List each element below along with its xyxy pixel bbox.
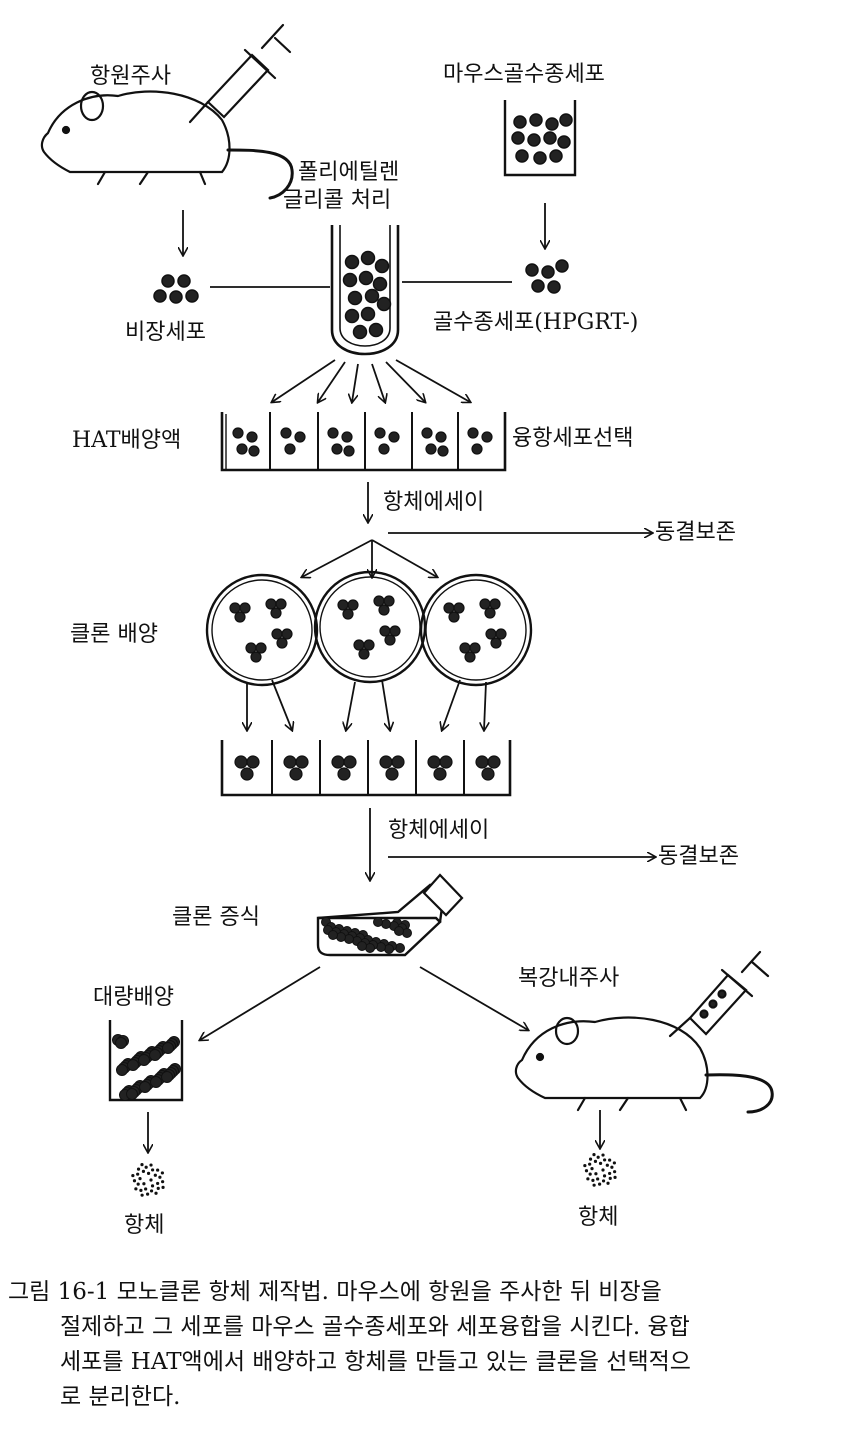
- syringe-icon: [188, 23, 292, 124]
- caption-line-1: 그림 16-1 모노클론 항체 제작법. 마우스에 항원을 주사한 뒤 비장을: [8, 1279, 662, 1305]
- label-peg-line2: 글리콜 처리: [283, 188, 392, 213]
- label-antibody-left: 항체: [124, 1213, 165, 1238]
- label-fusion-selection: 융항세포선택: [512, 426, 634, 451]
- label-mass-culture: 대량배양: [93, 985, 174, 1010]
- label-clone-culture: 클론 배양: [70, 622, 158, 647]
- myeloma-cell-cluster: [525, 259, 569, 294]
- fusion-tube: [330, 225, 400, 356]
- label-antibody-assay-1: 항체에세이: [383, 490, 485, 515]
- label-spleen-cells: 비장세포: [125, 320, 206, 345]
- label-antibody-assay-2: 항체에세이: [388, 818, 490, 843]
- label-antibody-right: 항체: [578, 1205, 619, 1230]
- label-myeloma-hpgrt: 골수종세포(HPGRT-): [433, 310, 639, 335]
- label-hat-medium: HAT배양액: [72, 428, 182, 453]
- label-antigen-injection: 항원주사: [90, 64, 171, 89]
- caption-line-3: 세포를 HAT액에서 배양하고 항체를 만들고 있는 클론을 선택적으: [60, 1349, 691, 1375]
- clone-culture-dishes: [205, 570, 533, 687]
- label-cryopreservation-2: 동결보존: [658, 844, 739, 869]
- mass-culture-beaker: [108, 1020, 184, 1102]
- label-peg-line1: 폴리에틸렌: [298, 160, 400, 185]
- hat-well-plate: [220, 412, 507, 472]
- antibody-dots-right: [583, 1153, 617, 1187]
- diagram-artwork: [40, 23, 774, 1197]
- myeloma-beaker: [503, 100, 577, 177]
- figure-caption: 그림 16-1 모노클론 항체 제작법. 마우스에 항원을 주사한 뒤 비장을 …: [8, 1275, 853, 1415]
- syringe-right-icon: [668, 950, 770, 1038]
- culture-flask: [316, 873, 464, 957]
- mouse-right-icon: [514, 1016, 774, 1114]
- spleen-cells: [153, 274, 199, 304]
- label-intraperitoneal-injection: 복강내주사: [518, 966, 620, 991]
- clone-well-plate: [220, 740, 512, 797]
- diagram: 항원주사 마우스골수종세포 폴리에틸렌 글리콜 처리 비장세포 골수종세포(HP…: [40, 23, 774, 1238]
- label-clone-expansion: 클론 증식: [172, 905, 260, 930]
- antibody-dots-left: [131, 1163, 165, 1197]
- mouse-icon: [40, 90, 294, 200]
- caption-line-2: 절제하고 그 세포를 마우스 골수종세포와 세포융합을 시킨다. 융합: [60, 1314, 690, 1340]
- label-myeloma-cells: 마우스골수종세포: [443, 62, 605, 87]
- caption-line-4: 로 분리한다.: [60, 1384, 181, 1410]
- label-cryopreservation-1: 동결보존: [655, 520, 736, 545]
